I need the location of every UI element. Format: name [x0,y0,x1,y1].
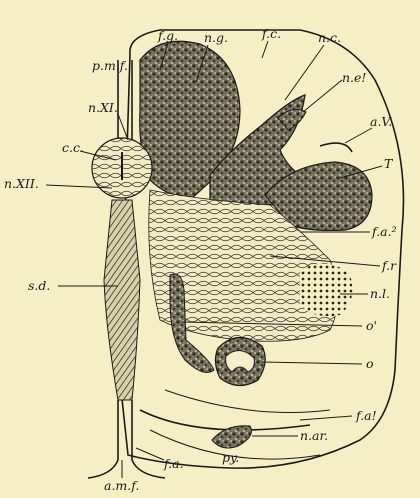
external-arcuate-fibres [150,390,330,459]
label-fc: f.c. [261,26,281,41]
label-nXI: n.XI. [88,100,118,115]
label-sd: s.d. [28,278,50,293]
label-cc: c.c. [62,140,84,155]
label-T: T [384,156,394,171]
label-fg: f.g. [157,28,178,43]
label-aV: a.V. [370,114,392,129]
label-nl: n.l. [370,286,390,301]
label-amf: a.m.f. [104,478,139,493]
label-pmf: p.m.f. [92,58,128,73]
label-fa1: f.a! [355,408,377,423]
label-ne: n.e! [342,70,366,85]
label-o: o [366,356,374,371]
label-py: py. [222,450,239,465]
label-fa2: f.a.² [371,224,397,239]
label-nar: n.ar. [300,428,328,443]
sensory-decussation [104,200,140,400]
label-o1: o' [366,318,377,333]
label-ng: n.g. [204,30,228,45]
label-fa: f.a. [163,456,184,471]
label-nc: n.c. [318,30,341,45]
nucleus-lateralis [300,264,352,317]
label-nXII: n.XII. [4,176,39,191]
label-fr: f.r [381,258,397,273]
pyramid [140,410,310,430]
ascending-root-fifth [320,143,352,152]
